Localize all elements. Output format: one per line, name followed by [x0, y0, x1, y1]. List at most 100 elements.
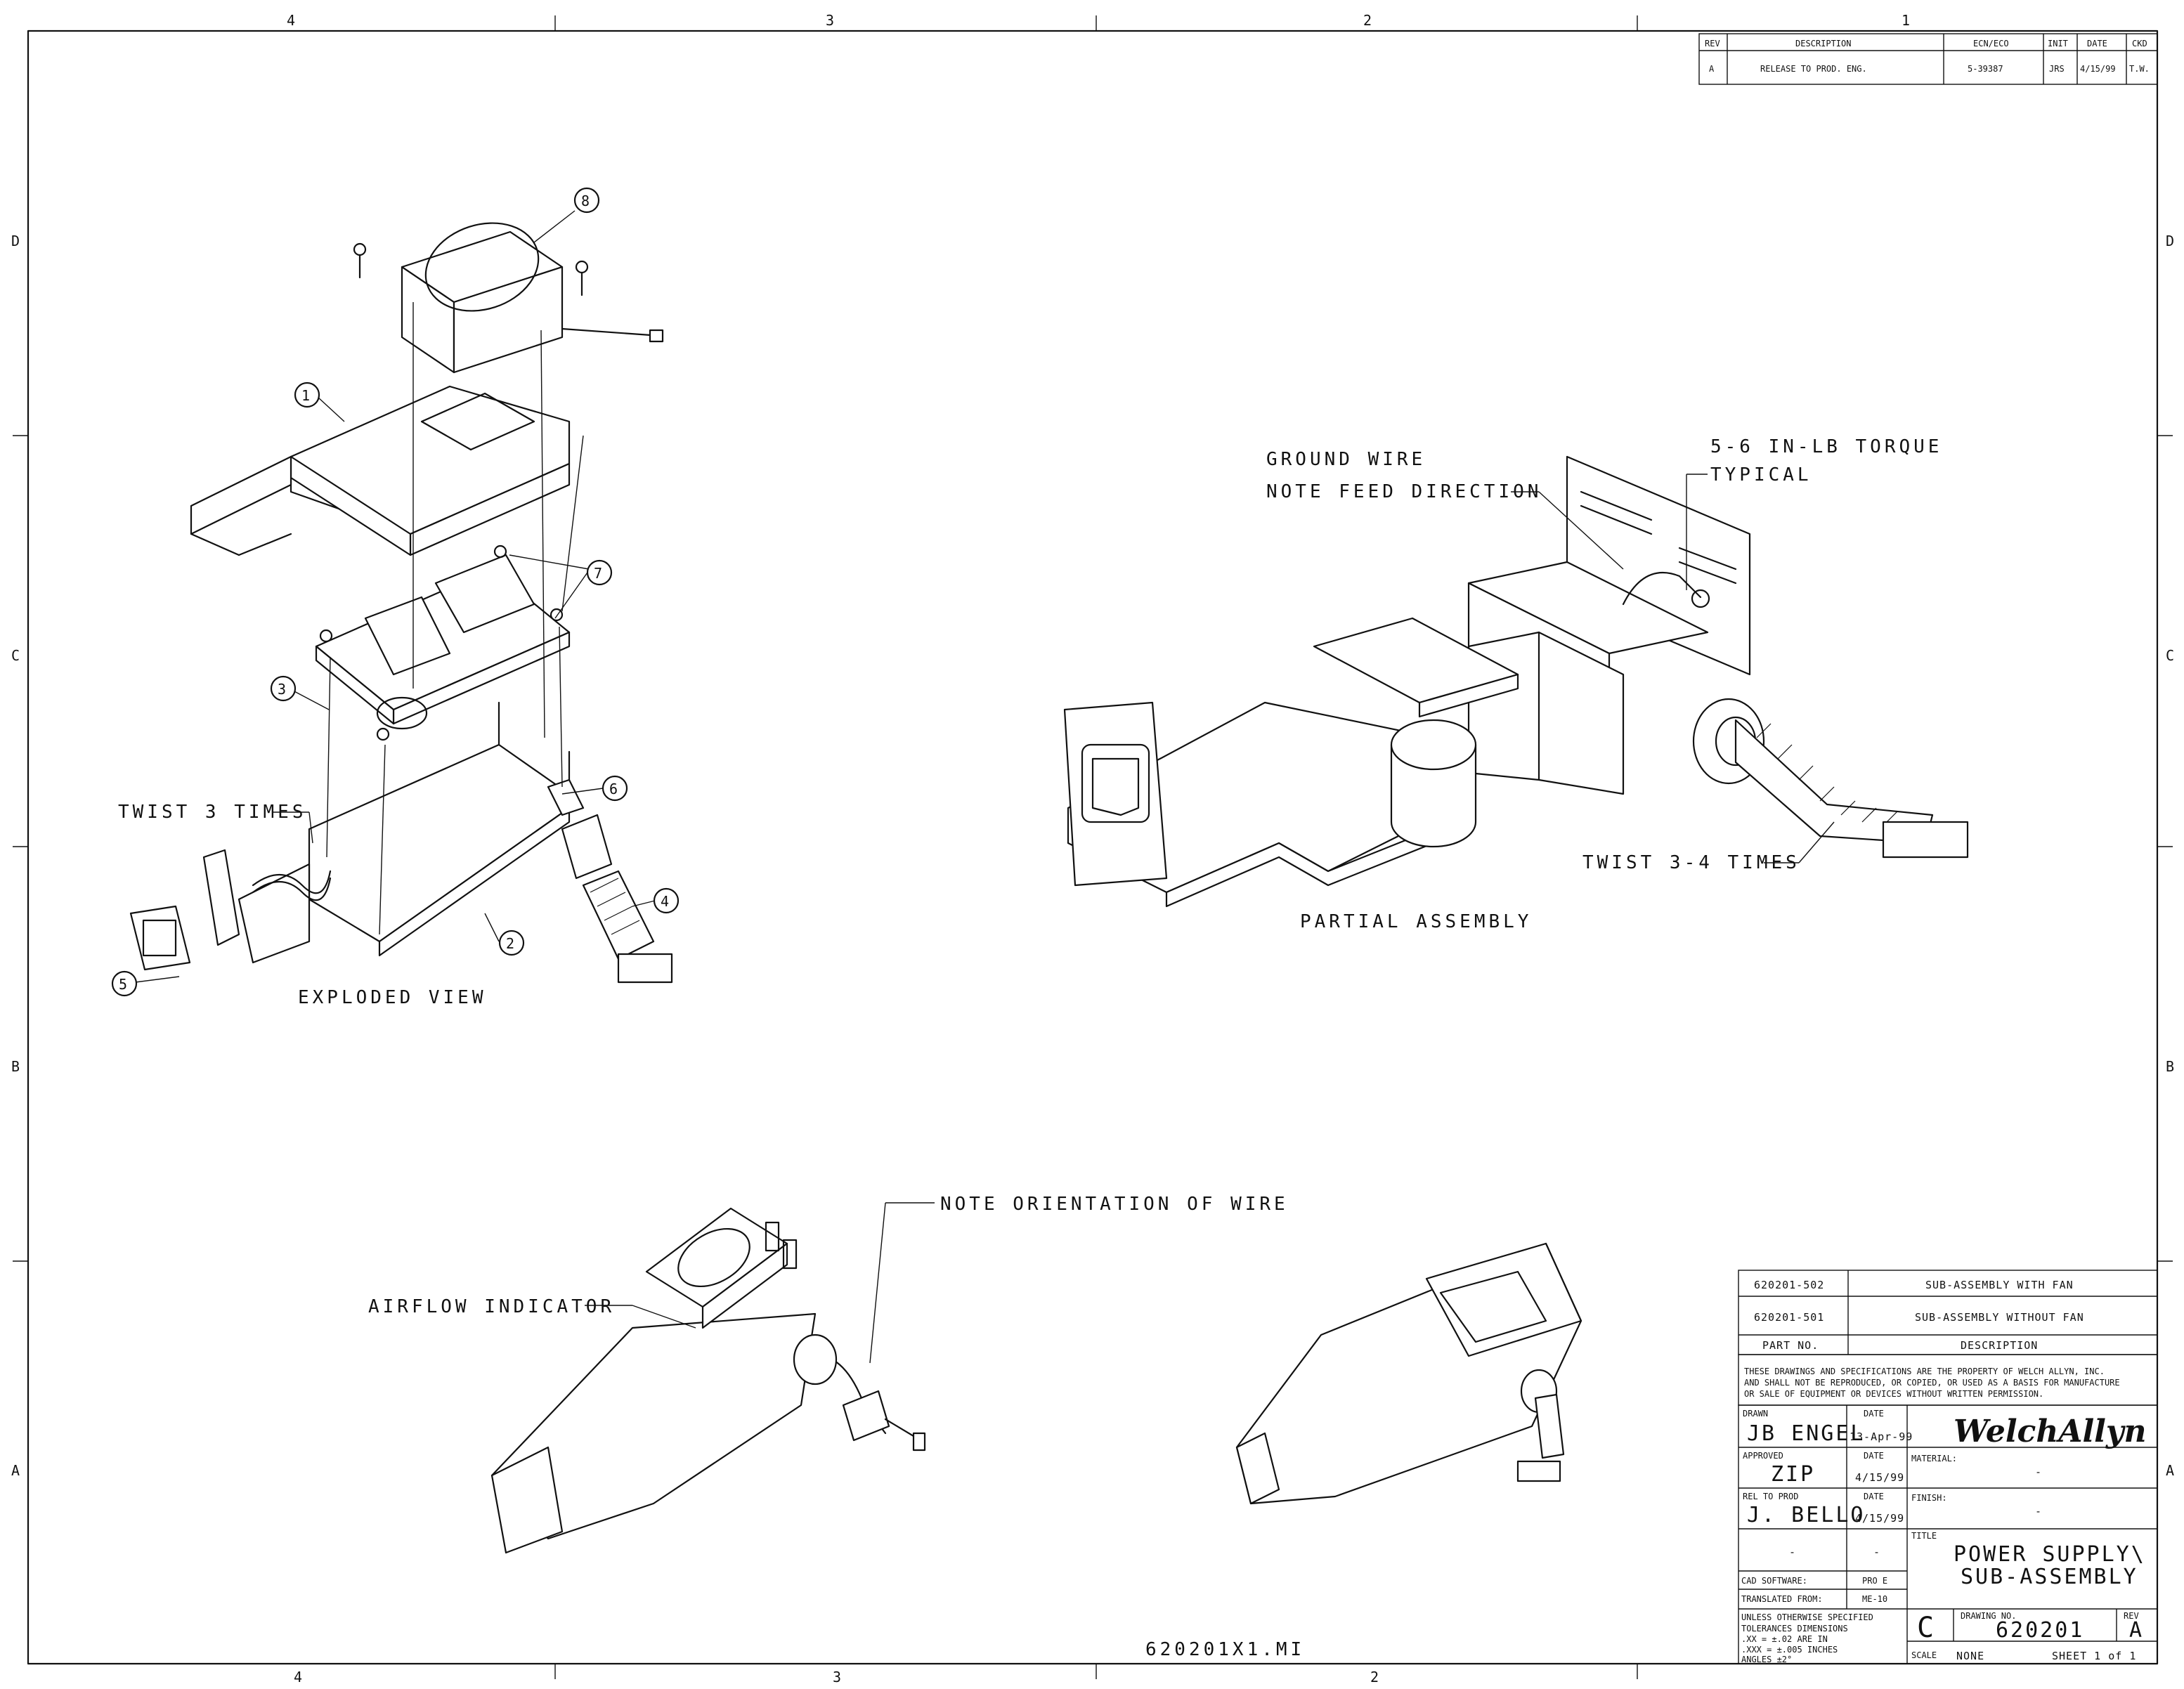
balloon-7-label: 7 [594, 565, 602, 582]
tolerance-header: UNLESS OTHERWISE SPECIFIED [1741, 1612, 1873, 1622]
balloon-5: 5 [111, 970, 138, 997]
note-feed-direction-label: NOTE FEED DIRECTION [1266, 481, 1542, 502]
rev-header: REV [1705, 39, 1720, 48]
notice-line-1: THESE DRAWINGS AND SPECIFICATIONS ARE TH… [1744, 1367, 2105, 1376]
approved-label: APPROVED [1743, 1451, 1783, 1461]
partial-assembly-label: PARTIAL ASSEMBLY [1300, 911, 1532, 932]
ecn-header: ECN/ECO [1973, 39, 2009, 48]
balloon-2-label: 2 [506, 935, 514, 952]
scale-label: SCALE [1911, 1650, 1937, 1660]
part-desc-501: SUB-ASSEMBLY WITHOUT FAN [1915, 1311, 2084, 1324]
part-desc-502: SUB-ASSEMBLY WITH FAN [1925, 1279, 2074, 1291]
rel-date: 4/15/99 [1855, 1512, 1904, 1525]
finish-label: FINISH: [1911, 1493, 1947, 1503]
drawing-number: 620201 [1996, 1618, 2084, 1643]
balloon-1-label: 1 [301, 387, 310, 404]
drawn-date: 13-Apr-99 [1850, 1430, 1913, 1443]
pcb-part [315, 544, 571, 741]
iso-fan-leaders [585, 1202, 935, 1364]
exploded-view-label: EXPLODED VIEW [298, 987, 487, 1008]
notice-line-2: AND SHALL NOT BE REPRODUCED, OR COPIED, … [1744, 1378, 2120, 1388]
translated-from-label: TRANSLATED FROM: [1741, 1594, 1823, 1604]
scale-value: NONE [1956, 1650, 1984, 1662]
material-label: MATERIAL: [1911, 1454, 1957, 1463]
welch-allyn-logo: WelchAllyn [1954, 1414, 2146, 1449]
zone-row-a-right: A [2166, 1462, 2174, 1479]
translated-from: ME-10 [1862, 1594, 1887, 1604]
tolerance-line-3: .XXX = ±.005 INCHES [1741, 1645, 1838, 1655]
ckd-header: CKD [2132, 39, 2147, 48]
explosion-lines [326, 302, 584, 935]
balloon-3: 3 [270, 675, 297, 702]
description-header: DESCRIPTION [1795, 39, 1851, 48]
material-value: - [2035, 1466, 2042, 1478]
cad-software-label: CAD SOFTWARE: [1741, 1576, 1807, 1586]
title-label: TITLE [1911, 1531, 1937, 1541]
balloon-6-label: 6 [609, 781, 618, 797]
balloon-7: 7 [586, 559, 613, 586]
balloon-1: 1 [294, 382, 320, 408]
file-name-label: 620201X1.MI [1145, 1639, 1305, 1660]
sheet-border [27, 30, 2159, 1665]
drawing-title-line-1: POWER SUPPLY\ [1954, 1542, 2146, 1567]
rev-label: REV [2124, 1611, 2139, 1621]
description-col-header: DESCRIPTION [1961, 1339, 2038, 1352]
balloon-8: 8 [573, 187, 600, 214]
drawn-by: JB ENGEL [1747, 1421, 1866, 1446]
ckd-value: T.W. [2129, 64, 2150, 74]
zone-row-b-right: B [2166, 1058, 2174, 1075]
rev-value: A [1709, 64, 1715, 74]
blank-cell-1: - [1789, 1546, 1796, 1558]
cover-part [190, 385, 571, 556]
cad-software: PRO E [1862, 1576, 1887, 1586]
partial-assembly-leaders [1511, 474, 1835, 863]
drawing-title-line-2: SUB-ASSEMBLY [1961, 1565, 2138, 1589]
init-header: INIT [2048, 39, 2068, 48]
chassis-part [238, 701, 571, 964]
zone-col-1-top: 1 [1902, 12, 1910, 29]
approved-by: ZIP [1771, 1462, 1815, 1487]
sheet-size: C [1917, 1612, 1934, 1644]
balloon-6: 6 [602, 775, 628, 802]
twist-3-times-label: TWIST 3 TIMES [118, 802, 307, 823]
zone-col-3-top: 3 [826, 12, 834, 29]
rev-letter: A [2129, 1618, 2144, 1643]
blank-cell-2: - [1873, 1546, 1880, 1558]
balloon-8-label: 8 [581, 193, 590, 209]
description-value: RELEASE TO PROD. ENG. [1760, 64, 1867, 74]
rel-to-prod-by: J. BELLO [1747, 1503, 1866, 1527]
balloon-4-label: 4 [661, 893, 669, 910]
partial-assembly-drawing: GROUND WIRE NOTE FEED DIRECTION 5-6 IN-L… [1063, 436, 1969, 932]
drawing-no-label: DRAWING NO. [1961, 1611, 2016, 1621]
iso-view-without-fan [1235, 1242, 1582, 1505]
finish-value: - [2035, 1505, 2042, 1518]
iec-connector [129, 849, 240, 971]
zone-row-c-right: C [2166, 647, 2174, 664]
zone-ticks [13, 15, 2173, 1679]
airflow-indicator-label: AIRFLOW INDICATOR [368, 1296, 615, 1317]
tolerance-line-1: TOLERANCES DIMENSIONS [1741, 1624, 1848, 1633]
drawn-label: DRAWN [1743, 1409, 1768, 1419]
fan-part [353, 222, 664, 374]
rel-to-prod-label: REL TO PROD [1743, 1492, 1798, 1501]
proprietary-notice: THESE DRAWINGS AND SPECIFICATIONS ARE TH… [1738, 1354, 2158, 1406]
rel-date-label: DATE [1864, 1492, 1884, 1501]
zone-row-b-left: B [11, 1058, 20, 1075]
sheet-number: SHEET 1 of 1 [2052, 1650, 2136, 1662]
balloon-2: 2 [498, 930, 525, 956]
zone-col-2-bottom: 2 [1370, 1669, 1379, 1685]
revision-block: REV DESCRIPTION ECN/ECO INIT DATE CKD A … [1698, 33, 2158, 85]
typical-label: TYPICAL [1710, 464, 1812, 485]
approved-date-label: DATE [1864, 1451, 1884, 1461]
part-no-502: 620201-502 [1754, 1279, 1824, 1291]
title-block: DRAWN JB ENGEL DATE 13-Apr-99 APPROVED Z… [1738, 1404, 2158, 1664]
torque-label: 5-6 IN-LB TORQUE [1710, 436, 1942, 457]
zone-row-d-right: D [2166, 233, 2174, 249]
zone-row-d-left: D [11, 233, 20, 249]
ground-wire-label: GROUND WIRE [1266, 449, 1426, 470]
ecn-value: 5-39387 [1968, 64, 2003, 74]
part-no-header: PART NO. [1762, 1339, 1819, 1352]
tolerance-line-2: .XX = ±.02 ARE IN [1741, 1634, 1828, 1644]
parts-list-block: 620201-502 SUB-ASSEMBLY WITH FAN 620201-… [1738, 1270, 2158, 1355]
